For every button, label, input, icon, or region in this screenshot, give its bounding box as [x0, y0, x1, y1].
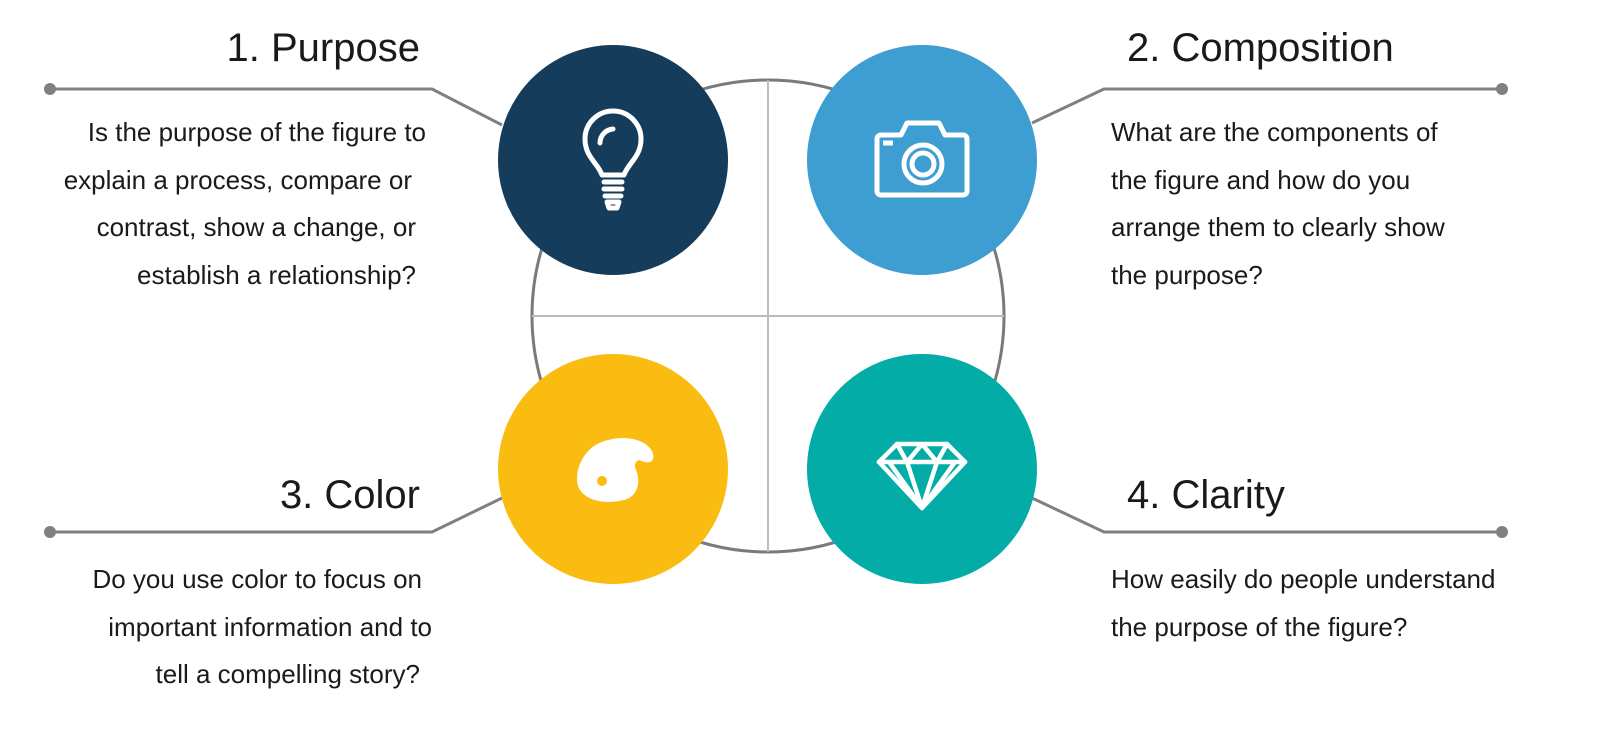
purpose-description-line: Is the purpose of the figure to — [87, 117, 426, 147]
color-circle — [498, 354, 728, 584]
purpose-title: 1. Purpose — [226, 26, 420, 70]
center-frame — [530, 78, 1006, 554]
color-description: Do you use color to focus on important i… — [92, 556, 432, 699]
purpose-circle — [498, 45, 728, 275]
clarity-circle — [807, 354, 1037, 584]
lightbulb-icon — [582, 108, 644, 211]
composition-circle — [807, 45, 1037, 275]
color-title: 3. Color — [279, 473, 420, 517]
composition-title: 2. Composition — [1127, 26, 1394, 70]
connector-purpose — [44, 83, 503, 127]
connector-dot-color — [44, 526, 56, 538]
composition-description-line: the figure and how do you — [1111, 164, 1411, 195]
clarity-description: How easily do people understand the purp… — [1111, 556, 1495, 651]
diamond-icon — [876, 441, 968, 511]
clarity-title: 4. Clarity — [1127, 473, 1285, 517]
composition-description: What are the components of the figure an… — [1111, 109, 1445, 299]
connector-composition — [1031, 83, 1508, 125]
clarity-description-line: the purpose of the figure? — [1111, 611, 1408, 642]
palette-icon — [577, 437, 654, 502]
connector-clarity — [1031, 496, 1508, 538]
connector-dot-composition — [1496, 83, 1508, 95]
purpose-description: Is the purpose of the figure to explain … — [64, 109, 426, 299]
purpose-description-line: explain a process, compare or — [63, 164, 412, 195]
camera-icon — [874, 120, 970, 198]
composition-description-line: the purpose? — [1111, 259, 1263, 290]
color-description-line: tell a compelling story? — [155, 659, 420, 689]
composition-description-line: arrange them to clearly show — [1111, 212, 1445, 242]
connector-color — [44, 496, 503, 538]
clarity-description-line: How easily do people understand — [1111, 564, 1496, 594]
color-description-line: important information and to — [108, 611, 432, 642]
purpose-description-line: establish a relationship? — [137, 259, 416, 290]
composition-description-line: What are the components of — [1111, 117, 1438, 147]
connector-dot-clarity — [1496, 526, 1508, 538]
purpose-description-line: contrast, show a change, or — [96, 212, 416, 242]
color-description-line: Do you use color to focus on — [92, 564, 422, 594]
connector-dot-purpose — [44, 83, 56, 95]
